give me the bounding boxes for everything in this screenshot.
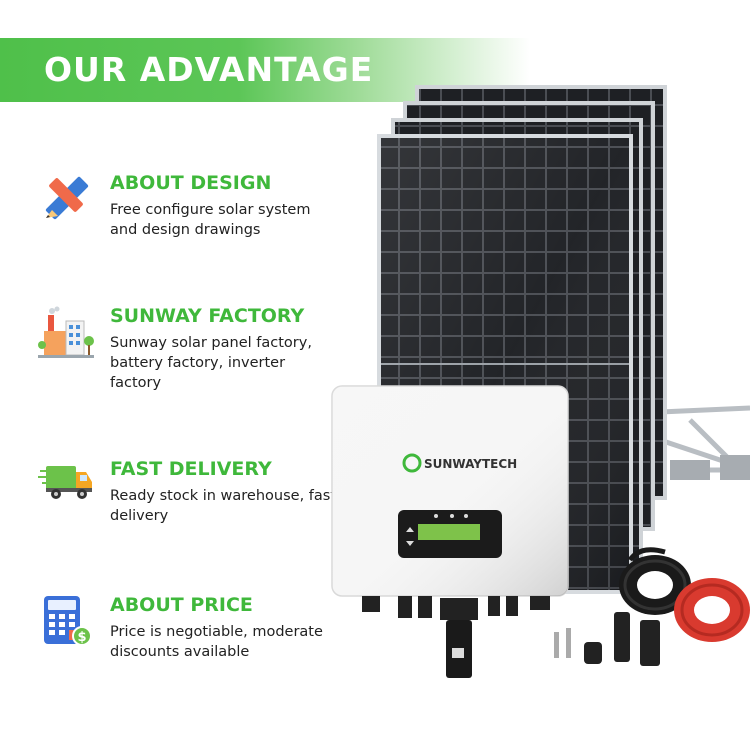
feature-heading: ABOUT PRICE	[110, 594, 253, 616]
feature-description: Sunway solar panel factory, battery fact…	[110, 335, 312, 391]
feature-description: Free configure solar system and design d…	[110, 202, 311, 238]
black-cable-coil	[619, 547, 691, 615]
red-cable-coil	[674, 578, 750, 642]
feature-description: Price is negotiable, moderate discounts …	[110, 624, 323, 660]
mc4-connectors	[554, 612, 660, 666]
brand-label: SUNWAYTECH	[424, 457, 517, 471]
calculator-icon: $	[38, 594, 94, 650]
inverter: SUNWAYTECH	[331, 385, 569, 597]
solar-kit-illustration: SUNWAYTECH	[320, 80, 750, 720]
page-title: OUR ADVANTAGE	[44, 50, 374, 89]
wifi-dongle	[440, 598, 478, 678]
design-tools-icon	[38, 172, 94, 228]
delivery-truck-icon	[38, 458, 94, 514]
svg-text:$: $	[77, 630, 86, 645]
inverter-connectors	[362, 596, 550, 618]
feature-description: Ready stock in warehouse, fast delivery	[110, 488, 337, 524]
feature-heading: FAST DELIVERY	[110, 458, 272, 480]
factory-icon	[38, 305, 94, 361]
feature-heading: ABOUT DESIGN	[110, 172, 272, 194]
feature-heading: SUNWAY FACTORY	[110, 305, 305, 327]
